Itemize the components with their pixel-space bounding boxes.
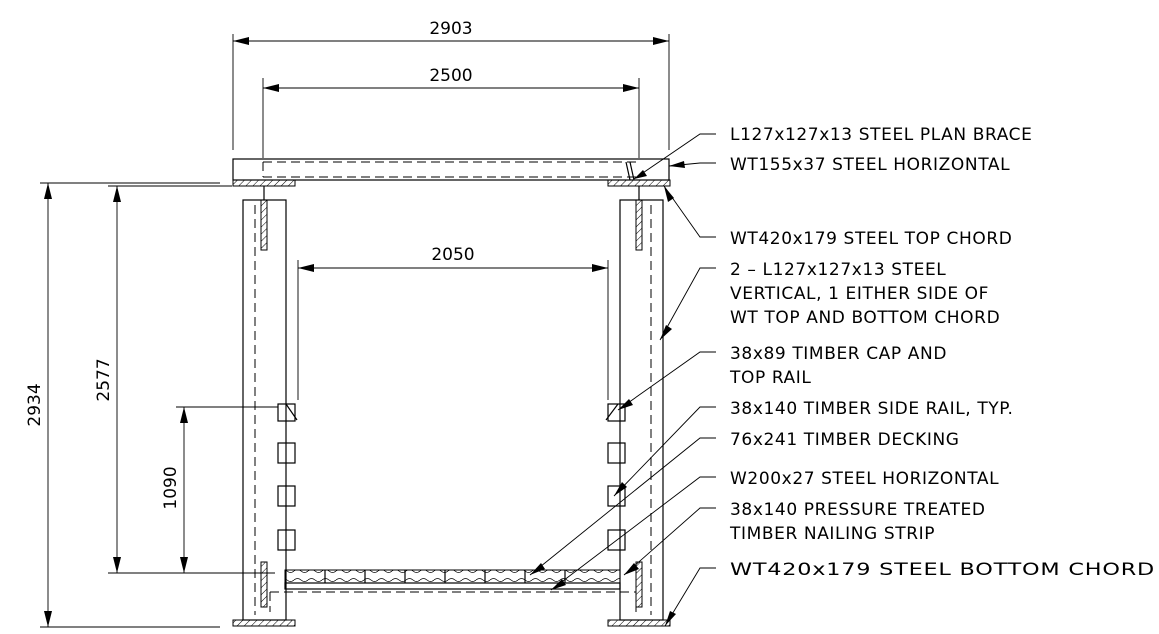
callout-labels: L127x127x13 STEEL PLAN BRACE WT155x37 ST… bbox=[729, 125, 1155, 580]
dim-overall-height-label: 2934 bbox=[25, 383, 45, 426]
dim-vertical-height-label: 2577 bbox=[94, 358, 114, 401]
left-vertical-post bbox=[242, 199, 287, 621]
dim-rail-height-label: 1090 bbox=[161, 466, 181, 509]
callout-plan-brace: L127x127x13 STEEL PLAN BRACE bbox=[730, 125, 1032, 145]
callout-vertical-line-3: WT TOP AND BOTTOM CHORD bbox=[730, 308, 1000, 328]
left-timber-rails bbox=[277, 403, 298, 551]
dim-clear-width-label: 2050 bbox=[431, 245, 474, 265]
bottom-horizontal-beam bbox=[269, 582, 637, 612]
leader-lines bbox=[529, 133, 716, 627]
dim-vertical-height: 2577 bbox=[94, 185, 275, 574]
top-plan-brace bbox=[232, 158, 670, 181]
callout-bottom-horizontal: W200x27 STEEL HORIZONTAL bbox=[730, 469, 999, 489]
callout-nailing-strip-line-1: 38x140 PRESSURE TREATED bbox=[730, 500, 986, 520]
dim-brace-width: 2500 bbox=[262, 66, 640, 158]
callout-cap-rail-line-2: TOP RAIL bbox=[729, 368, 811, 388]
dim-overall-width-label: 2903 bbox=[429, 19, 472, 39]
top-chord-flanges bbox=[232, 179, 671, 200]
callout-cap-rail-line-1: 38x89 TIMBER CAP AND bbox=[730, 344, 947, 364]
callout-top-horizontal: WT155x37 STEEL HORIZONTAL bbox=[730, 155, 1010, 175]
callout-bottom-chord: WT420x179 STEEL BOTTOM CHORD bbox=[730, 560, 1155, 580]
dim-overall-width: 2903 bbox=[232, 19, 670, 150]
callout-side-rail: 38x140 TIMBER SIDE RAIL, TYP. bbox=[730, 399, 1014, 419]
right-vertical-post bbox=[619, 199, 664, 621]
timber-decking bbox=[284, 569, 621, 584]
dim-rail-height: 1090 bbox=[161, 406, 278, 573]
dim-overall-height: 2934 bbox=[25, 182, 220, 628]
callout-vertical-line-2: VERTICAL, 1 EITHER SIDE OF bbox=[730, 284, 989, 304]
callout-top-chord: WT420x179 STEEL TOP CHORD bbox=[730, 229, 1012, 249]
callout-vertical-line-1: 2 – L127x127x13 STEEL bbox=[730, 260, 946, 280]
bottom-chord-flanges bbox=[232, 619, 671, 627]
dim-clear-width: 2050 bbox=[297, 245, 609, 400]
dim-brace-width-label: 2500 bbox=[429, 66, 472, 86]
right-timber-rails bbox=[605, 403, 626, 551]
callout-decking: 76x241 TIMBER DECKING bbox=[730, 430, 960, 450]
callout-nailing-strip-line-2: TIMBER NAILING STRIP bbox=[729, 524, 935, 544]
